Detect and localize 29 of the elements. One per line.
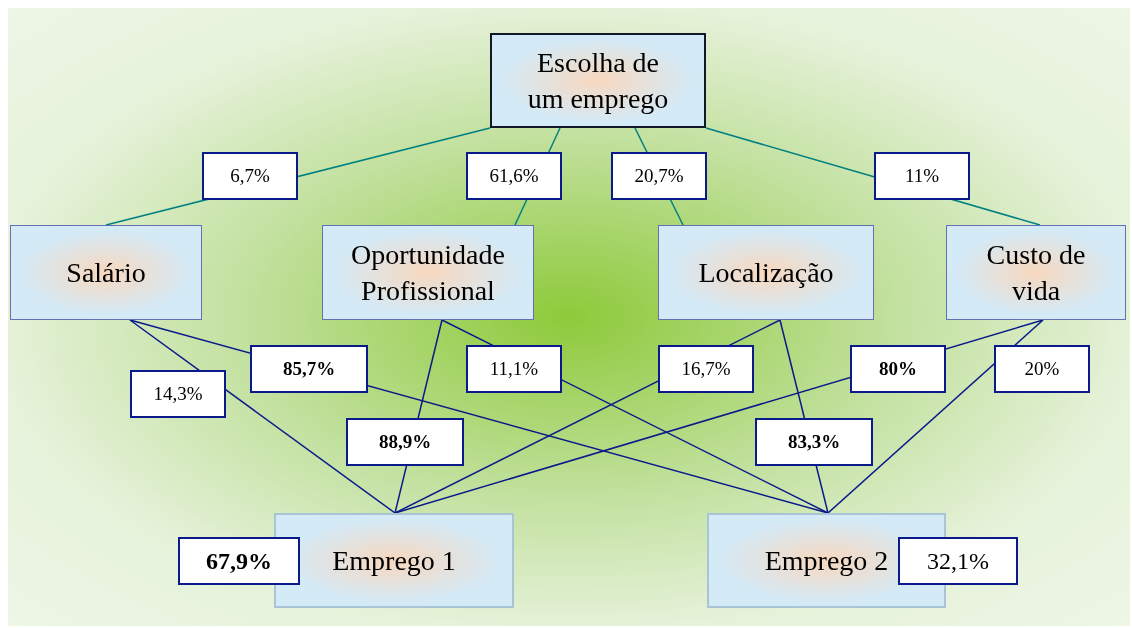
node-box xyxy=(322,225,534,320)
connector-line xyxy=(827,319,1044,514)
edge-label: 80% xyxy=(850,345,946,393)
edge-label: 83,3% xyxy=(755,418,873,466)
edge-label: 14,3% xyxy=(130,370,226,418)
node-box xyxy=(490,33,706,128)
node-text: Emprego 1 xyxy=(332,543,456,578)
edge-label: 20,7% xyxy=(611,152,707,200)
connector-line xyxy=(129,319,396,514)
edge-label: 88,9% xyxy=(346,418,464,466)
edge-label: 85,7% xyxy=(250,345,368,393)
edge-label: 11% xyxy=(874,152,970,200)
node-text: Localização xyxy=(698,255,834,290)
node-text: Emprego 2 xyxy=(764,543,889,578)
edge-label: 11,1% xyxy=(466,345,562,393)
edge-label: 16,7% xyxy=(658,345,754,393)
node-text: Oportunidade Profissional xyxy=(350,237,506,308)
node-text: Salário xyxy=(66,255,146,290)
node-text: Escolha de um emprego xyxy=(526,45,670,116)
result-label: 67,9% xyxy=(178,537,300,585)
node-box xyxy=(946,225,1126,320)
edge-label: 6,7% xyxy=(202,152,298,200)
node-box xyxy=(274,513,514,608)
result-label: 32,1% xyxy=(898,537,1018,585)
node-text: Custo de vida xyxy=(985,237,1087,308)
node-box xyxy=(10,225,202,320)
edge-label: 20% xyxy=(994,345,1090,393)
edge-label: 61,6% xyxy=(466,152,562,200)
node-box xyxy=(658,225,874,320)
